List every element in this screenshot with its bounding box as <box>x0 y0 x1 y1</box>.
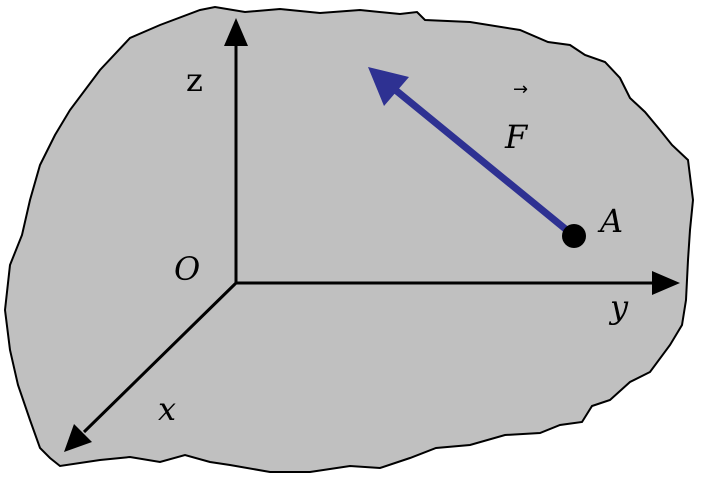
axes <box>82 44 652 434</box>
z-axis-arrowhead <box>224 18 248 46</box>
force-vector-arrow-symbol: → <box>513 79 528 100</box>
point-a-label: A <box>597 202 623 240</box>
z-axis-label: z <box>186 61 203 99</box>
force-label: F <box>504 118 529 156</box>
force-vector-arrowhead <box>368 67 409 106</box>
point-a-dot <box>562 224 586 248</box>
rigid-body-shape <box>3 5 695 473</box>
x-axis-arrowhead <box>64 424 92 452</box>
force-vector-shaft <box>389 84 578 240</box>
y-axis-label: y <box>608 288 629 326</box>
origin-label: O <box>174 250 200 288</box>
x-axis-line <box>82 281 238 434</box>
x-axis-label: x <box>158 390 176 428</box>
y-axis-arrowhead <box>652 271 680 295</box>
